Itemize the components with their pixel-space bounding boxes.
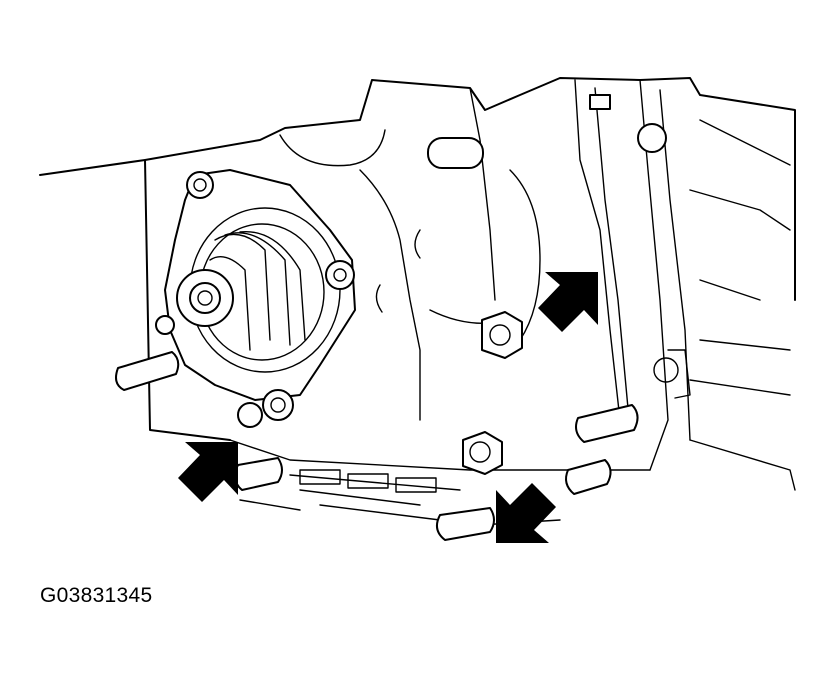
engine-block-line-drawing bbox=[39, 77, 796, 543]
target-bolts bbox=[462, 311, 691, 475]
studs bbox=[115, 351, 639, 541]
callout-arrows bbox=[178, 272, 598, 543]
bold-black-arrow-icon bbox=[496, 483, 556, 543]
water-pump-impeller-icon bbox=[176, 230, 306, 351]
bold-black-arrow-icon bbox=[538, 272, 598, 332]
engine-block-outline bbox=[39, 77, 796, 526]
bold-black-arrow-icon bbox=[178, 442, 238, 502]
bottom-rail-slots bbox=[299, 469, 437, 493]
upper-studs bbox=[427, 94, 667, 169]
figure-code-label: G03831345 bbox=[40, 584, 153, 607]
flange-bolts bbox=[155, 171, 355, 428]
